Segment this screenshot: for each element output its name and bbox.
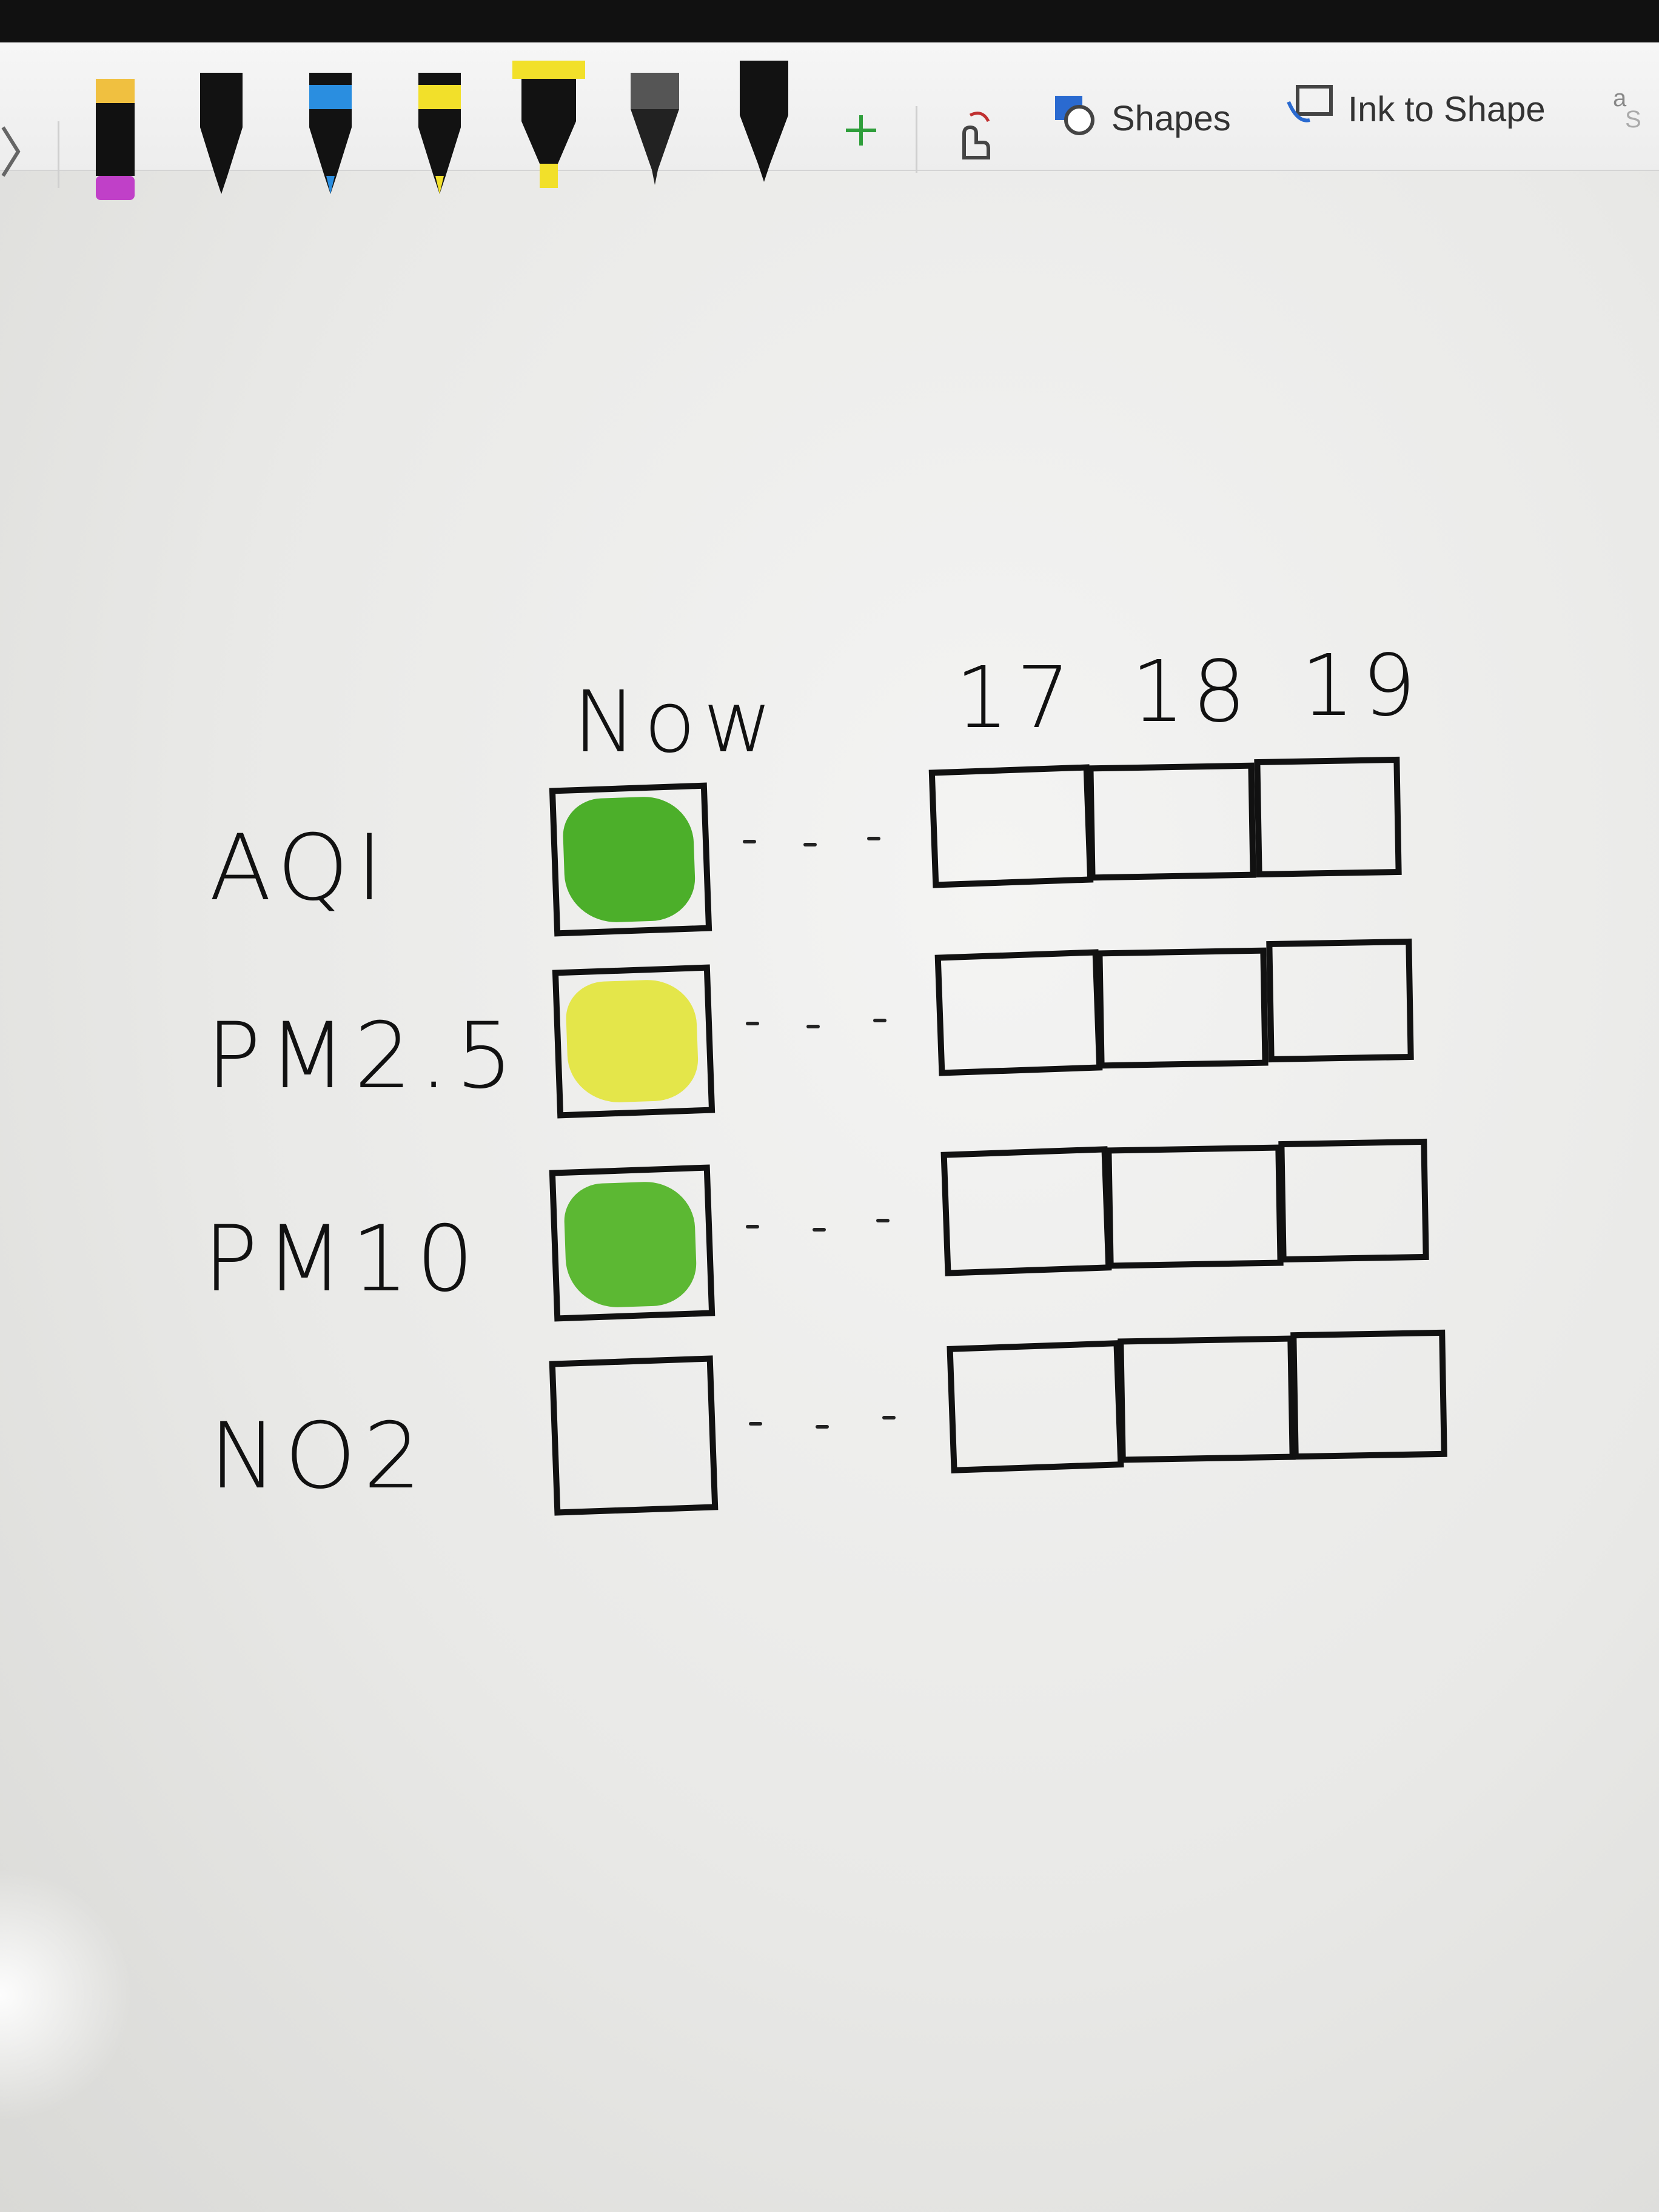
ink-to-shape-icon	[1282, 78, 1337, 141]
forecast-cell-aqi-18	[1087, 762, 1256, 881]
row-label-pm10: PM10	[203, 1207, 481, 1312]
row-label-no2: NO2	[209, 1404, 429, 1509]
now-cell-pm25	[552, 964, 716, 1119]
ink-to-shape-button[interactable]: Ink to Shape	[1282, 79, 1546, 139]
ellipsis-dash	[746, 1022, 759, 1025]
ellipsis-dash	[813, 1228, 826, 1232]
forecast-cell-pm10-18	[1105, 1144, 1284, 1269]
forecast-cell-no2-19	[1290, 1329, 1447, 1460]
now-cell-no2	[549, 1355, 719, 1516]
forecast-cell-pm10-19	[1278, 1138, 1429, 1263]
ink-to-shape-label: Ink to Shape	[1348, 89, 1546, 129]
ellipsis-dash	[882, 1416, 896, 1419]
forecast-cell-aqi-19	[1254, 756, 1402, 878]
header-19: 19	[1301, 637, 1424, 736]
forecast-cell-pm25-19	[1266, 938, 1414, 1063]
pencil-icon[interactable]	[625, 67, 685, 194]
screen-glare	[0, 1868, 133, 2122]
eraser-icon[interactable]	[91, 79, 139, 206]
yellow-highlighter-icon[interactable]	[509, 61, 588, 200]
svg-text:a: a	[1613, 85, 1627, 112]
forecast-cell-pm25-17	[934, 949, 1103, 1076]
ruler-icon[interactable]	[0, 115, 24, 188]
black-pen-2-icon[interactable]	[734, 61, 794, 188]
shapes-label: Shapes	[1111, 98, 1231, 138]
header-17: 17	[955, 649, 1078, 748]
forecast-cell-no2-18	[1118, 1335, 1296, 1463]
toolbar-separator	[916, 106, 917, 173]
shapes-icon	[1052, 90, 1101, 147]
forecast-cell-pm10-17	[940, 1146, 1112, 1276]
touch-writing-icon[interactable]	[946, 109, 994, 164]
row-label-pm25: PM2.5	[206, 1004, 521, 1109]
header-18: 18	[1131, 643, 1254, 742]
ellipsis-dash	[867, 837, 880, 840]
blue-pen-icon[interactable]	[303, 73, 358, 200]
ellipsis-dash	[743, 840, 756, 843]
ellipsis-dash	[803, 843, 817, 846]
now-fill-pm25	[565, 978, 700, 1104]
ellipsis-dash	[873, 1019, 886, 1022]
ellipsis-dash	[876, 1219, 890, 1222]
now-fill-pm10	[563, 1180, 698, 1309]
svg-text:S: S	[1625, 106, 1641, 133]
ellipsis-dash	[806, 1025, 820, 1028]
ellipsis-dash	[746, 1225, 759, 1228]
ellipsis-dash	[816, 1425, 829, 1429]
now-cell-aqi	[549, 782, 712, 937]
row-label-aqi: AQI	[209, 816, 390, 921]
ellipsis-dash	[749, 1422, 762, 1426]
shapes-button[interactable]: Shapes	[1052, 88, 1231, 149]
header-now: Now	[573, 673, 780, 772]
yellow-pen-icon[interactable]	[412, 73, 467, 200]
forecast-cell-pm25-18	[1096, 947, 1269, 1069]
now-fill-aqi	[561, 795, 697, 924]
black-pen-icon[interactable]	[194, 73, 249, 200]
add-pen-icon[interactable]	[843, 112, 879, 149]
forecast-cell-no2-17	[947, 1340, 1124, 1473]
screen-bezel	[0, 0, 1659, 42]
now-cell-pm10	[549, 1164, 716, 1322]
toolbar-separator	[58, 121, 59, 188]
forecast-cell-aqi-17	[928, 764, 1094, 888]
drawing-canvas[interactable]: Now 17 18 19 AQI PM2.5 PM10 NO2	[0, 170, 1659, 2212]
